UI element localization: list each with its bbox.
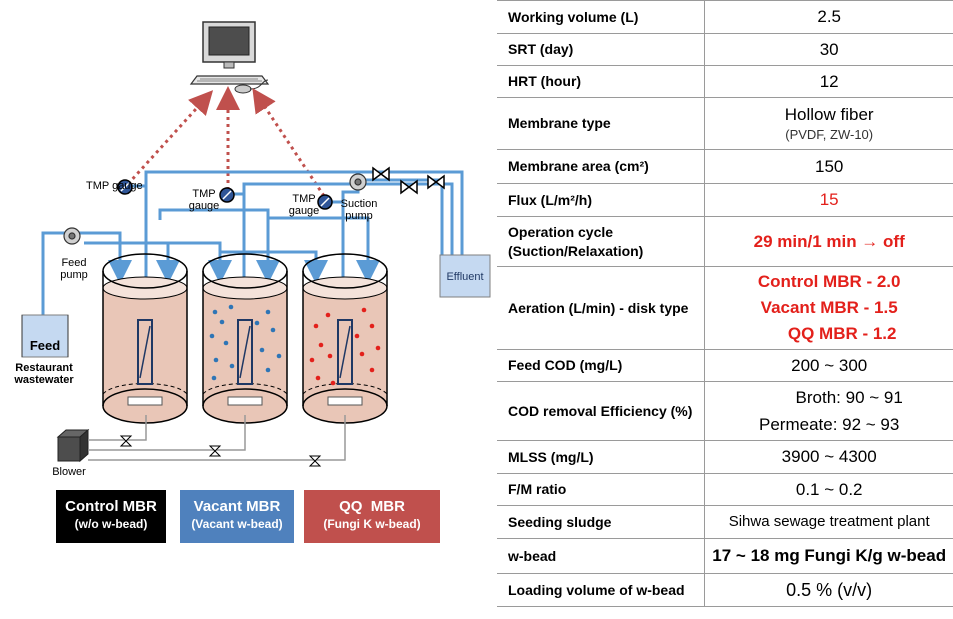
operating-parameters-table: Working volume (L) 2.5 SRT (day) 30 HRT … xyxy=(497,0,953,607)
tmp-gauge-label-3: TMP gauge xyxy=(288,193,320,217)
computer-icon xyxy=(189,21,270,94)
tmp-gauge-label-2: TMP gauge xyxy=(188,188,220,212)
membrane-type-value: Hollow fiber xyxy=(784,104,874,124)
param-key: COD removal Efficiency (%) xyxy=(497,381,706,441)
membrane-type-sub: (PVDF, ZW-10) xyxy=(785,126,874,142)
cod-broth: Broth: 90 ~ 91 xyxy=(795,388,903,407)
feed-pump-label: Feed pump xyxy=(60,257,88,281)
param-key: Aeration (L/min) - disk type xyxy=(497,266,706,350)
table-row: Membrane type Hollow fiber (PVDF, ZW-10) xyxy=(497,97,953,150)
effluent-tank xyxy=(439,254,491,298)
schematic-drawing xyxy=(21,21,491,467)
legend-control-subtitle: (w/o w-bead) xyxy=(74,517,148,531)
reactor-qq xyxy=(302,253,388,424)
table-row: Working volume (L) 2.5 xyxy=(497,0,953,34)
param-key: HRT (hour) xyxy=(497,65,706,98)
pump-icons xyxy=(63,173,367,245)
tmp-gauge-icons xyxy=(117,179,333,210)
param-value: 0.1 ~ 0.2 xyxy=(704,473,953,506)
restaurant-wastewater-label: Restaurant wastewater xyxy=(14,362,74,386)
table-row: F/M ratio 0.1 ~ 0.2 xyxy=(497,473,953,506)
table-row: HRT (hour) 12 xyxy=(497,65,953,98)
table-row: Membrane area (cm²) 150 xyxy=(497,149,953,184)
param-value: 30 xyxy=(704,33,953,66)
param-value: 2.5 xyxy=(704,0,953,34)
param-value: Hollow fiber (PVDF, ZW-10) xyxy=(704,97,953,150)
tmp-gauge-label-1: TMP gauge xyxy=(86,180,143,192)
table-row: SRT (day) 30 xyxy=(497,33,953,66)
param-value: 3900 ~ 4300 xyxy=(704,440,953,474)
valve-icons xyxy=(372,166,445,195)
reactor-control xyxy=(102,253,188,424)
legend-vacant-title: Vacant MBR xyxy=(193,498,281,515)
legend-control-title: Control MBR xyxy=(65,498,157,515)
blower-label: Blower xyxy=(52,466,86,478)
param-key: Working volume (L) xyxy=(497,0,706,34)
table-row: Seeding sludge Sihwa sewage treatment pl… xyxy=(497,505,953,539)
legend-vacant-subtitle: (Vacant w-bead) xyxy=(191,517,283,531)
table-row: w-bead 17 ~ 18 mg Fungi K/g w-bead xyxy=(497,538,953,574)
param-value: 15 xyxy=(704,183,953,217)
table-row: Loading volume of w-bead 0.5 % (v/v) xyxy=(497,573,953,607)
legend-vacant-mbr: Vacant MBR (Vacant w-bead) xyxy=(180,490,294,543)
param-value: Sihwa sewage treatment plant xyxy=(704,505,953,539)
mbr-schematic: TMP gauge TMP gauge TMP gauge Suction pu… xyxy=(14,21,491,543)
table-row: Flux (L/m²/h) 15 xyxy=(497,183,953,217)
legend-qq-mbr: QQ MBR (Fungi K w-bead) xyxy=(304,490,440,543)
cod-permeate: Permeate: 92 ~ 93 xyxy=(759,415,900,434)
param-key: SRT (day) xyxy=(497,33,706,66)
param-key: Flux (L/m²/h) xyxy=(497,183,706,217)
reactor-vacant xyxy=(202,253,288,424)
param-value: 200 ~ 300 xyxy=(704,349,953,382)
param-key: Membrane area (cm²) xyxy=(497,149,706,184)
blower-icon xyxy=(56,428,90,463)
signal-arrows xyxy=(126,86,326,197)
param-value: Broth: 90 ~ 91 Permeate: 92 ~ 93 xyxy=(704,381,953,441)
param-value: 29 min/1 min → off xyxy=(704,216,953,267)
param-key: Operation cycle (Suction/Relaxation) xyxy=(497,216,706,267)
feed-label: Feed xyxy=(29,338,61,353)
suction-pump-label: Suction pump xyxy=(340,198,378,222)
table-row: MLSS (mg/L) 3900 ~ 4300 xyxy=(497,440,953,474)
legend-qq-subtitle: (Fungi K w-bead) xyxy=(323,517,421,531)
table-row: Feed COD (mg/L) 200 ~ 300 xyxy=(497,349,953,382)
aeration-control: Control MBR - 2.0 xyxy=(757,272,901,291)
param-value: 17 ~ 18 mg Fungi K/g w-bead xyxy=(704,538,953,574)
table-row: Aeration (L/min) - disk type Control MBR… xyxy=(497,266,953,350)
param-key: MLSS (mg/L) xyxy=(497,440,706,474)
param-key: w-bead xyxy=(497,538,706,574)
table-row: Operation cycle (Suction/Relaxation) 29 … xyxy=(497,216,953,267)
aeration-qq: QQ MBR - 1.2 xyxy=(787,324,897,343)
param-value: 0.5 % (v/v) xyxy=(704,573,953,607)
table-row: COD removal Efficiency (%) Broth: 90 ~ 9… xyxy=(497,381,953,441)
aeration-vacant: Vacant MBR - 1.5 xyxy=(760,298,898,317)
param-key: F/M ratio xyxy=(497,473,706,506)
param-key: Membrane type xyxy=(497,97,706,150)
feed-tank xyxy=(21,314,69,358)
air-valve-icons xyxy=(119,435,322,467)
param-value: Control MBR - 2.0 Vacant MBR - 1.5 QQ MB… xyxy=(704,266,953,350)
air-lines xyxy=(88,415,346,461)
legend-qq-title: QQ MBR xyxy=(339,498,405,515)
effluent-label: Effluent xyxy=(446,271,484,283)
param-value: 150 xyxy=(704,149,953,184)
param-value: 12 xyxy=(704,65,953,98)
param-key: Seeding sludge xyxy=(497,505,706,539)
param-key: Loading volume of w-bead xyxy=(497,573,706,607)
legend-control-mbr: Control MBR (w/o w-bead) xyxy=(56,490,166,543)
param-key: Feed COD (mg/L) xyxy=(497,349,706,382)
